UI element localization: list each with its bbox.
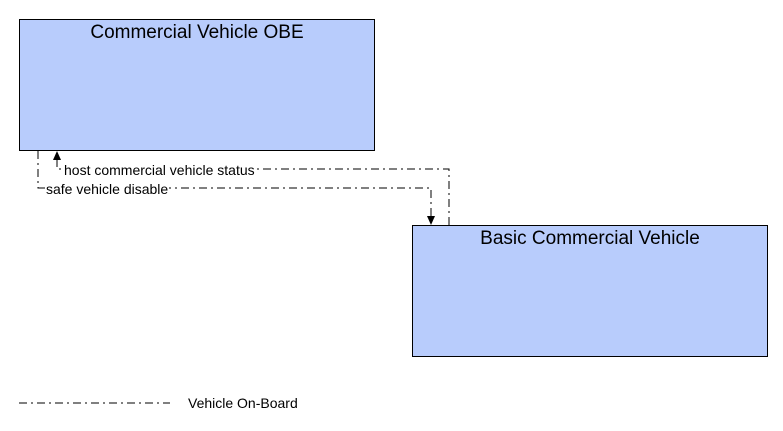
host-status-arrowhead xyxy=(53,151,61,160)
commercial-vehicle-obe-node: Commercial Vehicle OBE xyxy=(19,19,375,151)
host-status-flow-label: host commercial vehicle status xyxy=(63,162,256,178)
safe-disable-flow-label: safe vehicle disable xyxy=(45,181,170,197)
safe-disable-flow-line xyxy=(37,151,432,218)
commercial-vehicle-obe-title: Commercial Vehicle OBE xyxy=(90,22,304,43)
basic-commercial-vehicle-title: Basic Commercial Vehicle xyxy=(480,228,700,249)
basic-commercial-vehicle-node: Basic Commercial Vehicle xyxy=(412,225,768,357)
safe-disable-arrowhead xyxy=(427,216,435,225)
legend-label: Vehicle On-Board xyxy=(188,395,298,411)
